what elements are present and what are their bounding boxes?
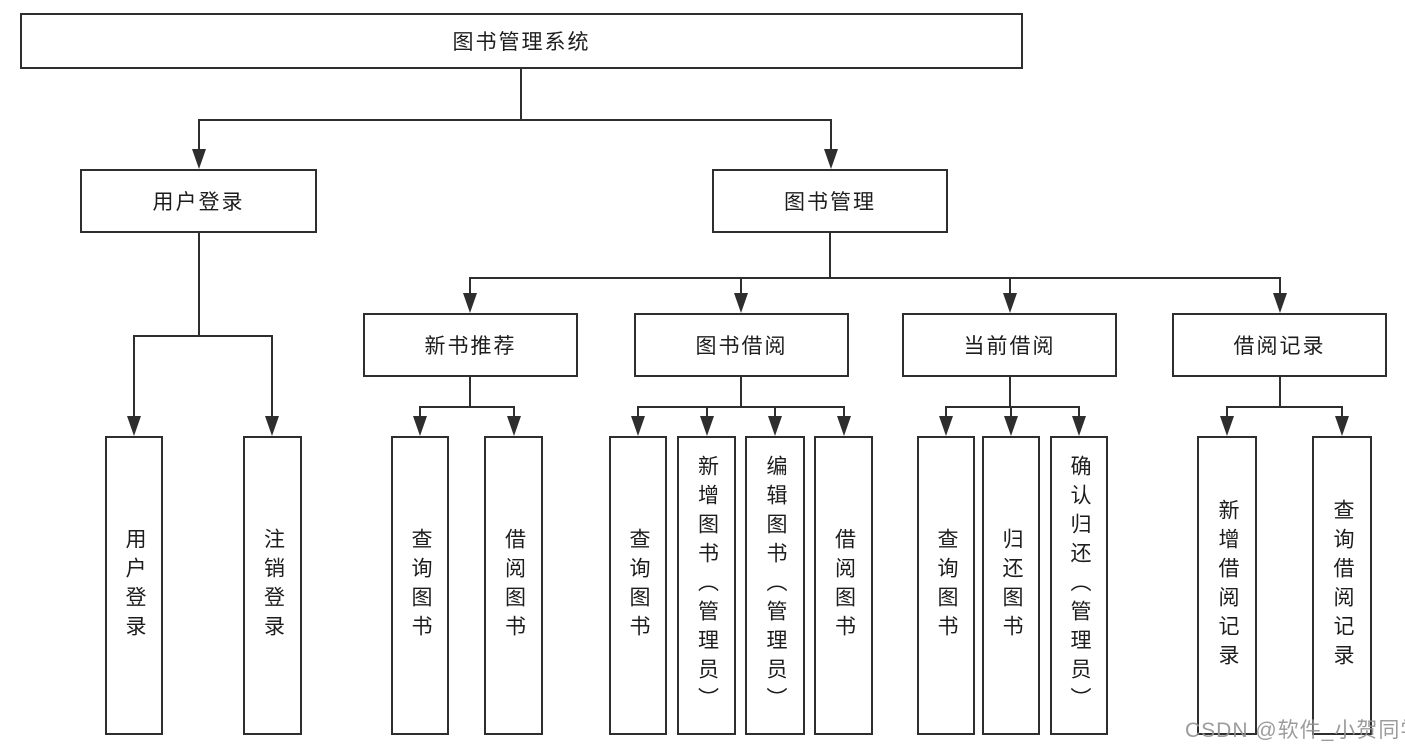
- connector-records-rail: [1226, 406, 1343, 408]
- node-book-management: 图书管理: [712, 169, 948, 233]
- connector-current-stem: [1009, 375, 1011, 406]
- connector-records-stem: [1279, 375, 1281, 406]
- leaf-add-borrow-record: 新增借阅记录: [1197, 436, 1257, 735]
- connector-book-mgmt-rail: [469, 277, 1281, 279]
- connector-recommend-rail: [419, 406, 515, 408]
- arrow-borrow-edit: [768, 406, 782, 436]
- connector-user-login-rail: [134, 335, 273, 337]
- node-current-borrow: 当前借阅: [902, 313, 1117, 377]
- node-user-login: 用户登录: [80, 169, 317, 233]
- arrow-to-new-book-recommend: [463, 277, 477, 313]
- leaf-logout: 注销登录: [243, 436, 302, 735]
- arrow-recommend-borrow: [507, 406, 521, 436]
- arrow-records-add: [1220, 406, 1234, 436]
- node-borrow-records: 借阅记录: [1172, 313, 1387, 377]
- leaf-edit-book-admin: 编辑图书（管理员）: [745, 436, 805, 735]
- arrow-borrow-add: [700, 406, 714, 436]
- arrow-borrow-query: [631, 406, 645, 436]
- node-new-book-recommend: 新书推荐: [363, 313, 578, 377]
- arrow-recommend-query: [413, 406, 427, 436]
- connector-user-login-stem: [198, 233, 200, 335]
- arrow-to-user-login: [192, 119, 206, 169]
- arrow-current-confirm: [1072, 406, 1086, 436]
- arrow-to-borrow-records: [1273, 277, 1287, 313]
- node-book-borrow: 图书借阅: [634, 313, 849, 377]
- leaf-recommend-borrow-books: 借阅图书: [484, 436, 543, 735]
- connector-borrow-rail: [637, 406, 845, 408]
- arrow-records-query: [1335, 406, 1349, 436]
- csdn-watermark: CSDN @软件_小贺同学: [1185, 719, 1405, 742]
- arrow-to-current-borrow: [1003, 277, 1017, 313]
- leaf-confirm-return-admin: 确认归还（管理员）: [1050, 436, 1108, 735]
- arrow-to-leaf-user-login: [127, 335, 141, 436]
- connector-root-stem: [520, 69, 522, 119]
- arrow-borrow-borrow: [837, 406, 851, 436]
- arrow-to-leaf-logout: [265, 335, 279, 436]
- arrow-to-book-borrow: [734, 277, 748, 313]
- leaf-current-query-books: 查询图书: [917, 436, 975, 735]
- connector-root-rail: [198, 119, 832, 121]
- connector-recommend-stem: [469, 375, 471, 406]
- connector-borrow-stem: [740, 375, 742, 406]
- leaf-borrow-borrow-books: 借阅图书: [814, 436, 873, 735]
- leaf-user-login: 用户登录: [105, 436, 163, 735]
- arrow-to-book-management: [824, 119, 838, 169]
- arrow-current-query: [939, 406, 953, 436]
- node-library-system: 图书管理系统: [20, 13, 1023, 69]
- connector-current-rail: [945, 406, 1080, 408]
- leaf-borrow-query-books: 查询图书: [609, 436, 667, 735]
- arrow-current-return: [1004, 406, 1018, 436]
- leaf-query-borrow-record: 查询借阅记录: [1312, 436, 1372, 735]
- connector-book-mgmt-stem: [829, 233, 831, 277]
- leaf-return-books: 归还图书: [982, 436, 1040, 735]
- leaf-add-book-admin: 新增图书（管理员）: [677, 436, 736, 735]
- leaf-recommend-query-books: 查询图书: [391, 436, 449, 735]
